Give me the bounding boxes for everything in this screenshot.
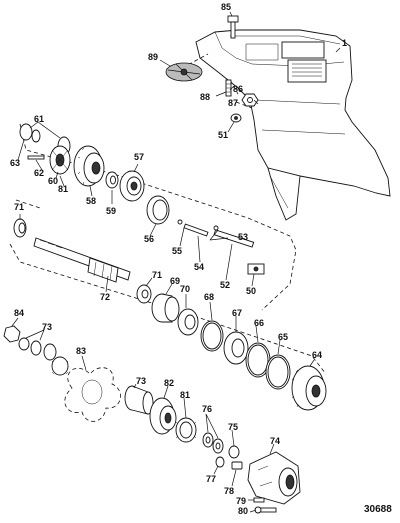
callout-62: 62 bbox=[34, 168, 44, 178]
callout-51: 51 bbox=[218, 130, 228, 140]
bearings-76 bbox=[202, 432, 224, 454]
bearing-carrier-74 bbox=[247, 451, 301, 505]
callout-89: 89 bbox=[148, 52, 158, 62]
bushing-78 bbox=[231, 461, 243, 470]
bearing-59 bbox=[105, 171, 119, 189]
bearing-57 bbox=[119, 170, 145, 202]
callout-57: 57 bbox=[134, 152, 144, 162]
callout-81-upper: 81 bbox=[58, 184, 68, 194]
bearing-67 bbox=[223, 331, 249, 365]
washer-71-lower bbox=[136, 284, 152, 304]
callout-61: 61 bbox=[34, 114, 44, 124]
bolt-85 bbox=[227, 15, 239, 39]
callout-75: 75 bbox=[228, 422, 238, 432]
callout-70: 70 bbox=[180, 284, 190, 294]
callout-85: 85 bbox=[221, 2, 231, 12]
callout-81-lower: 81 bbox=[180, 390, 190, 400]
callout-84: 84 bbox=[14, 308, 24, 318]
callout-71-lower: 71 bbox=[152, 270, 162, 280]
callout-54: 54 bbox=[194, 262, 204, 272]
callout-80: 80 bbox=[238, 506, 248, 516]
callout-86: 86 bbox=[233, 84, 243, 94]
callout-58: 58 bbox=[86, 196, 96, 206]
callout-60: 60 bbox=[48, 176, 58, 186]
bearing-70 bbox=[177, 308, 199, 336]
figure-number: 30688 bbox=[364, 504, 392, 515]
callout-64: 64 bbox=[312, 350, 322, 360]
callout-53: 53 bbox=[238, 232, 248, 242]
gear-60 bbox=[49, 145, 71, 175]
bolt-80 bbox=[254, 506, 277, 514]
callout-82: 82 bbox=[164, 378, 174, 388]
callout-79: 79 bbox=[236, 496, 246, 506]
callout-55: 55 bbox=[172, 246, 182, 256]
pin-62 bbox=[27, 155, 45, 160]
cup-56 bbox=[146, 195, 170, 225]
callout-1: 1 bbox=[342, 38, 347, 48]
sliding-clutch-73 bbox=[124, 385, 154, 415]
oring-68 bbox=[200, 320, 224, 352]
nut-84 bbox=[3, 325, 21, 343]
callout-63: 63 bbox=[10, 158, 20, 168]
forward-gear-64 bbox=[291, 365, 327, 411]
trim-tab-89 bbox=[165, 62, 203, 82]
callout-77: 77 bbox=[206, 474, 216, 484]
callout-68: 68 bbox=[204, 292, 214, 302]
callout-72: 72 bbox=[100, 292, 110, 302]
reverse-gear-82 bbox=[149, 397, 177, 435]
oring-65 bbox=[265, 354, 291, 390]
bearing-71-upper bbox=[13, 218, 27, 238]
shift-parts-53-55 bbox=[177, 219, 255, 248]
callout-67: 67 bbox=[232, 308, 242, 318]
callout-73-right: 73 bbox=[136, 376, 146, 386]
callout-73-left: 73 bbox=[42, 322, 52, 332]
callout-88: 88 bbox=[200, 92, 210, 102]
propeller-shaft-72 bbox=[33, 237, 131, 283]
nut-87 bbox=[241, 93, 259, 107]
callout-83: 83 bbox=[76, 346, 86, 356]
callout-50: 50 bbox=[246, 286, 256, 296]
callout-87: 87 bbox=[228, 98, 238, 108]
bolt-79 bbox=[253, 497, 265, 503]
callout-76: 76 bbox=[202, 404, 212, 414]
screw-86 bbox=[225, 79, 232, 97]
callout-65: 65 bbox=[278, 332, 288, 342]
callout-labels: 85 1 89 86 88 87 51 61 63 60 62 81 58 59… bbox=[10, 2, 392, 516]
washers-73 bbox=[18, 337, 57, 361]
washer-77 bbox=[215, 456, 225, 468]
callout-66: 66 bbox=[254, 318, 264, 328]
pinion-gear-58 bbox=[73, 145, 105, 187]
callout-52: 52 bbox=[220, 280, 230, 290]
retainer-81 bbox=[175, 417, 197, 443]
gearcase-housing bbox=[195, 29, 391, 221]
callout-74: 74 bbox=[270, 436, 280, 446]
shift-fork-50 bbox=[247, 263, 265, 275]
tab-washer bbox=[51, 356, 69, 376]
seal-75 bbox=[228, 445, 240, 459]
propeller-83 bbox=[64, 367, 121, 422]
callout-69: 69 bbox=[170, 276, 180, 286]
clutch-69 bbox=[151, 293, 180, 323]
leader-lines bbox=[11, 11, 341, 513]
callout-78: 78 bbox=[224, 486, 234, 496]
callout-59: 59 bbox=[106, 206, 116, 216]
washer-51 bbox=[230, 113, 242, 123]
callout-56: 56 bbox=[144, 234, 154, 244]
callout-71-upper: 71 bbox=[14, 202, 24, 212]
